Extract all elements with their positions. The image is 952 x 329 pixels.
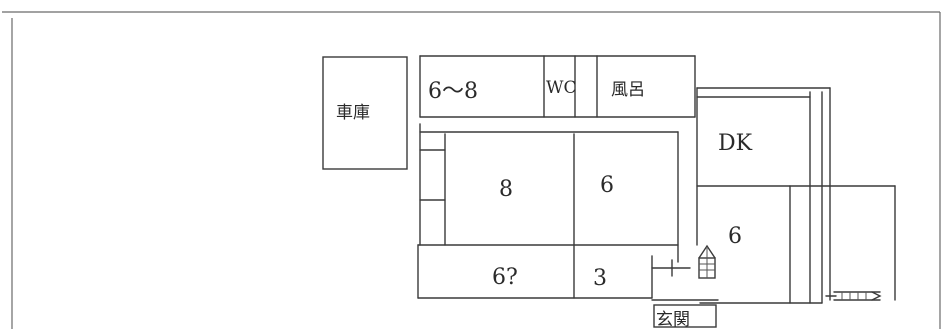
room-6-8-label: 6〜8 bbox=[428, 79, 478, 104]
wc-label: WC bbox=[546, 78, 576, 98]
room-3-label: 3 bbox=[593, 266, 607, 291]
stairs bbox=[698, 244, 716, 279]
room-6q-label: 6? bbox=[492, 265, 518, 290]
outdoor-steps bbox=[825, 291, 882, 301]
room-8-label: 8 bbox=[499, 177, 513, 202]
dk-label: DK bbox=[718, 131, 753, 156]
right-wing-walls bbox=[696, 87, 896, 304]
garage-label: 車庫 bbox=[336, 103, 370, 123]
garage: 車庫 bbox=[322, 56, 408, 170]
bath-label: 風呂 bbox=[611, 80, 645, 100]
entrance: 玄関 bbox=[651, 299, 719, 329]
room-6-center-label: 6 bbox=[600, 173, 614, 198]
room-labels: 6〜8 WC 風呂 DK 8 6 6 6? 3 bbox=[428, 78, 753, 291]
paper-frame bbox=[2, 11, 941, 329]
entrance-label: 玄関 bbox=[656, 310, 690, 329]
room-6-right-label: 6 bbox=[728, 224, 742, 249]
main-house-walls bbox=[417, 55, 696, 299]
